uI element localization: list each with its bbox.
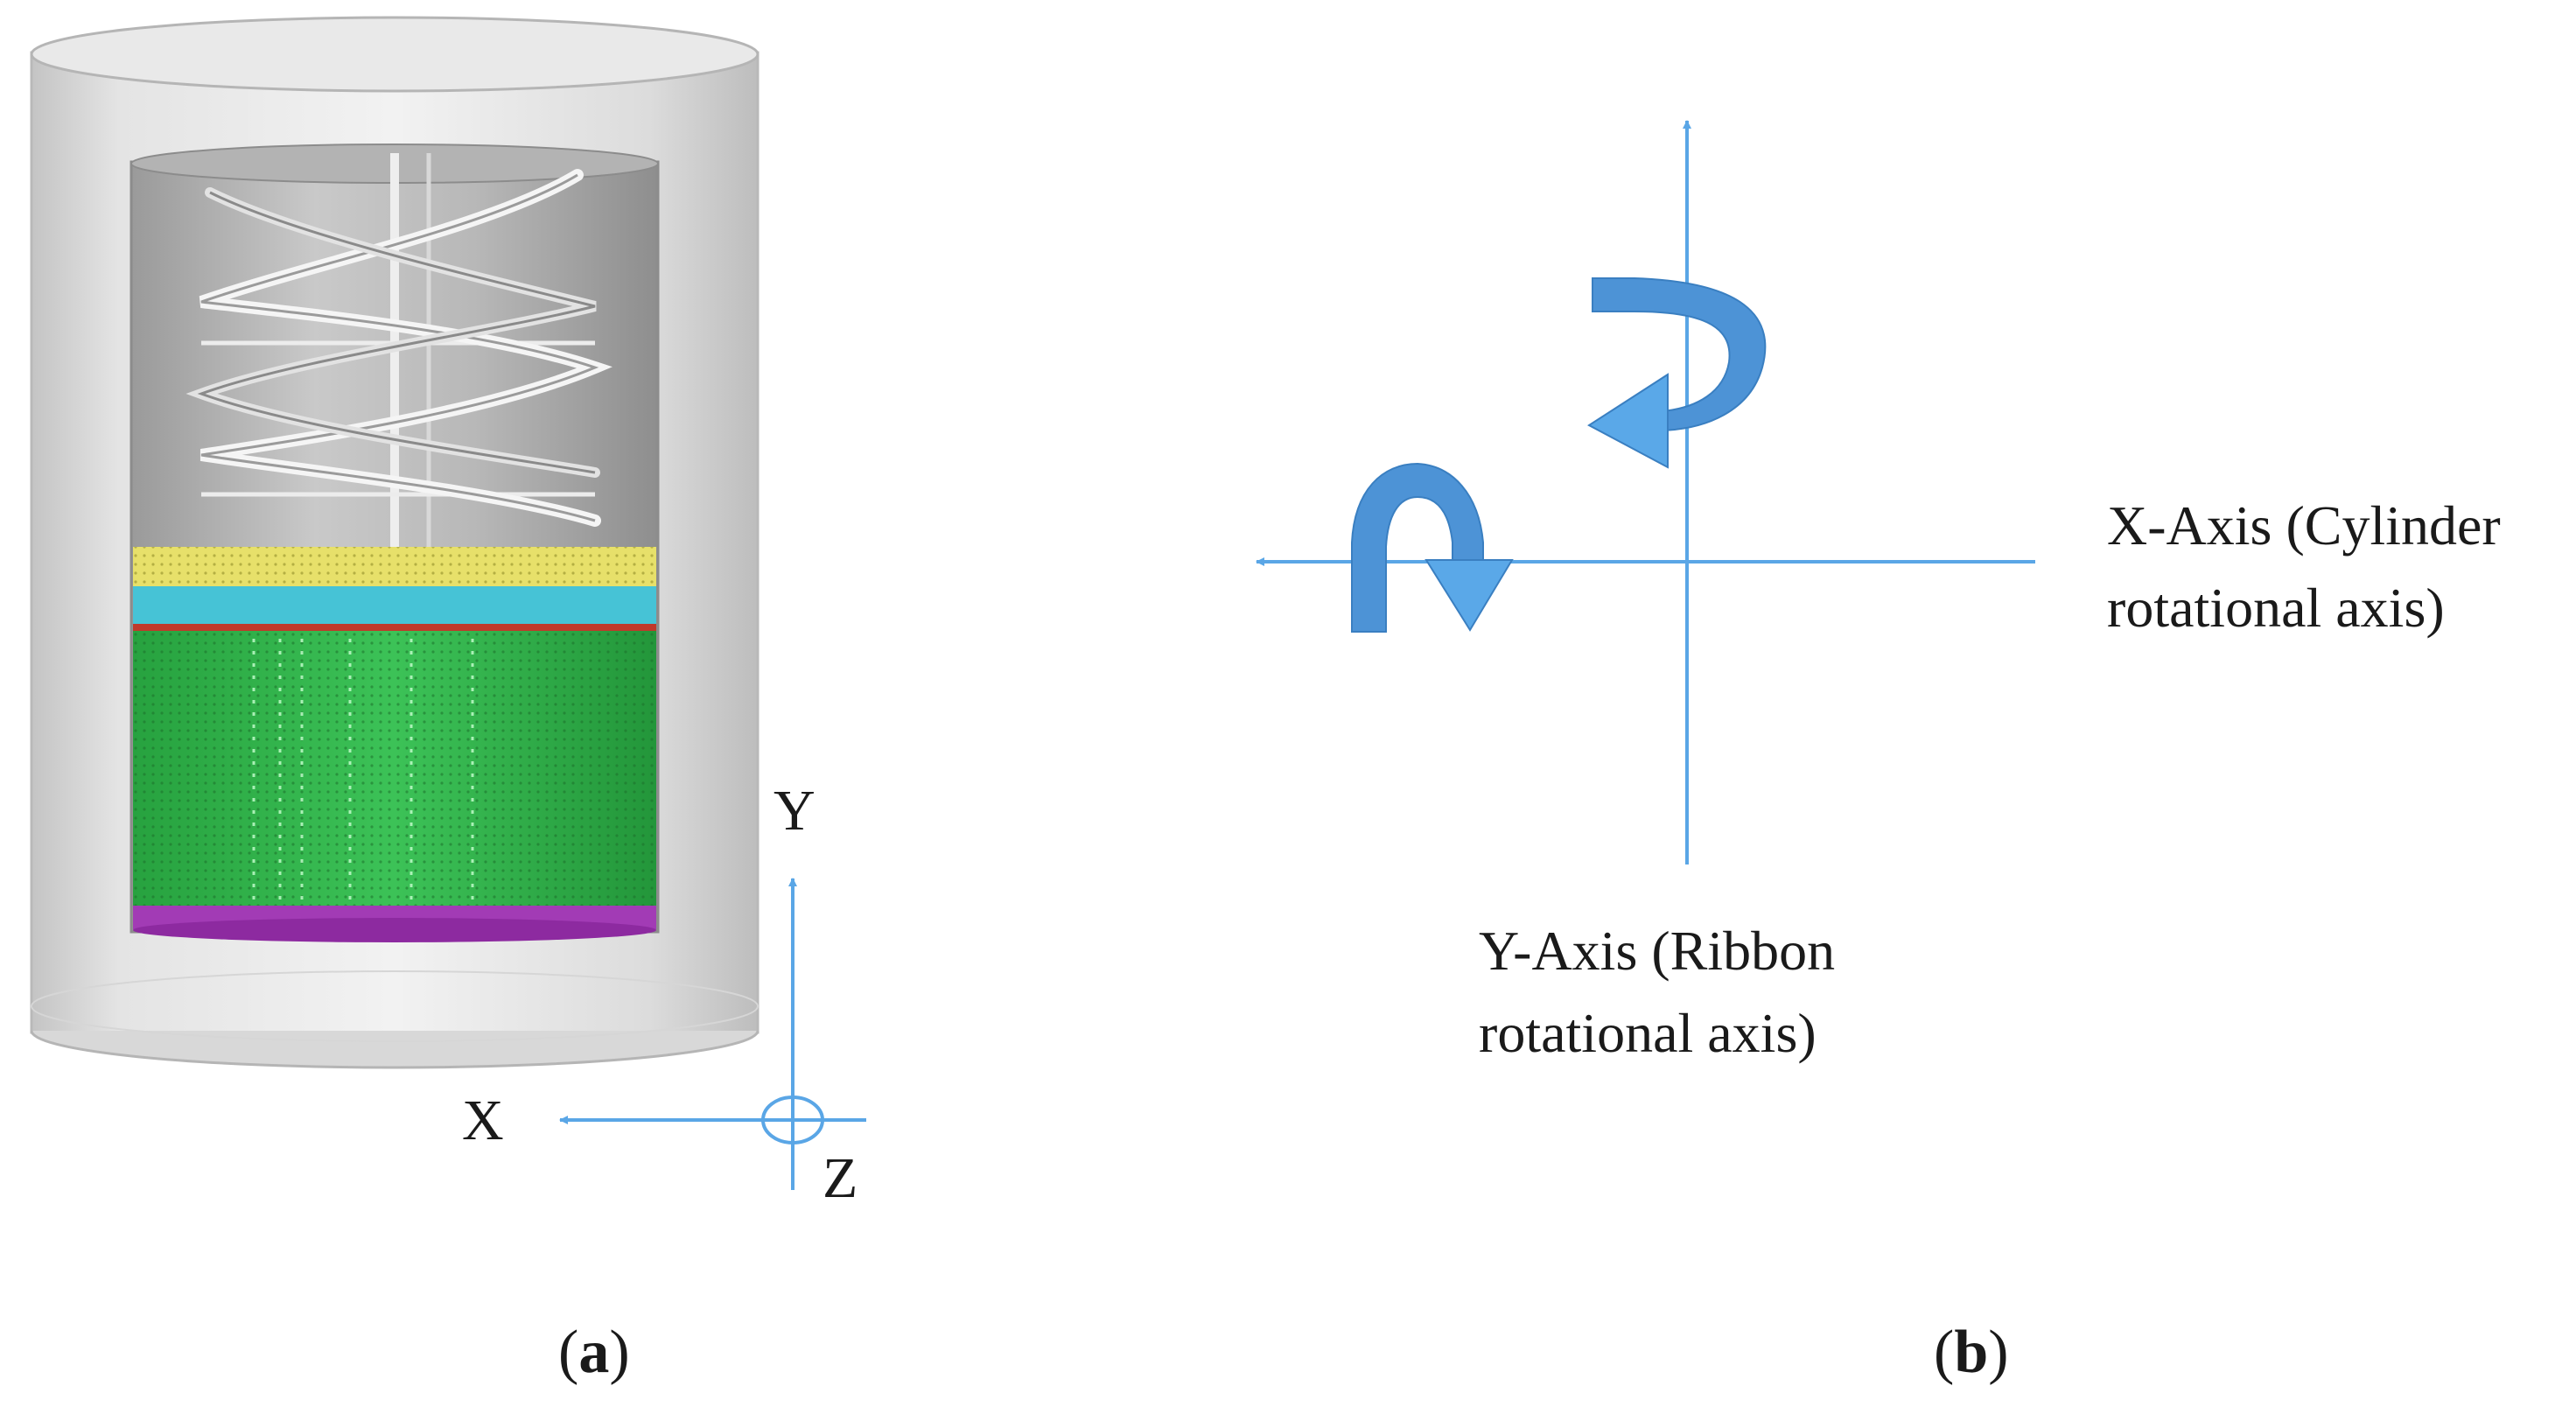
axis-z-label: Z <box>822 1146 858 1210</box>
coordinate-triad: Y X Z <box>462 779 866 1210</box>
x-axis-description-line2: rotational axis) <box>2107 577 2445 639</box>
x-axis-description-line1: X-Axis (Cylinder <box>2107 494 2501 556</box>
x-axis-description: X-Axis (Cylinder rotational axis) <box>2107 494 2515 639</box>
y-axis-description-line1: Y-Axis (Ribbon <box>1479 920 1835 982</box>
helical-ribbon-impeller <box>186 153 612 551</box>
y-axis-description: Y-Axis (Ribbon rotational axis) <box>1479 920 1849 1064</box>
cylinder-rotation-arrow-icon <box>1351 462 1514 633</box>
panel-b: X-Axis (Cylinder rotational axis) Y-Axis… <box>1256 120 2515 1386</box>
panel-a-label: (a) <box>558 1319 630 1386</box>
z-axis-symbol <box>761 1096 824 1144</box>
axis-y-label: Y <box>774 779 816 843</box>
particle-layer-cyan <box>133 586 656 624</box>
panel-a: Y X Z (a) <box>30 16 866 1386</box>
panel-b-label: (b) <box>1934 1319 2009 1386</box>
ribbon-rotation-arrow-icon <box>1587 277 1767 469</box>
particle-bed <box>133 547 656 942</box>
particle-layer-red <box>133 624 656 631</box>
y-axis-description-line2: rotational axis) <box>1479 1002 1816 1064</box>
axis-x-label: X <box>462 1088 504 1152</box>
